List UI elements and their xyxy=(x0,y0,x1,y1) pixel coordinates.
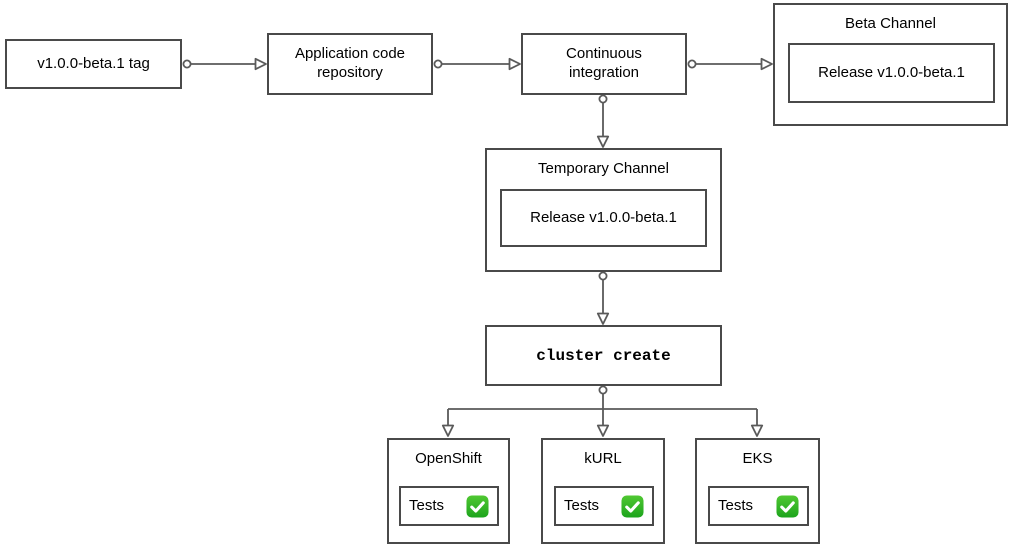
openshift-tests-label: Tests xyxy=(409,496,445,514)
edge-ci-to-temp-channel xyxy=(596,94,610,148)
tests-check-icon xyxy=(621,494,644,518)
node-ci-label: Continuous integration xyxy=(566,45,642,81)
beta-channel-title: Beta Channel xyxy=(845,15,936,32)
node-cluster-create: cluster create xyxy=(485,325,722,386)
temporary-channel-title: Temporary Channel xyxy=(538,160,669,177)
temporary-channel-release-label: Release v1.0.0-beta.1 xyxy=(530,208,677,226)
edge-tag-to-repo xyxy=(182,57,267,71)
edge-ci-to-beta-channel xyxy=(687,57,773,71)
node-temporary-channel: Temporary Channel Release v1.0.0-beta.1 xyxy=(485,148,722,272)
eks-tests-label: Tests xyxy=(718,496,754,514)
node-continuous-integration: Continuous integration xyxy=(521,33,687,95)
tests-check-icon xyxy=(466,494,489,518)
cluster-create-label: cluster create xyxy=(536,346,671,365)
node-version-tag-label: v1.0.0-beta.1 tag xyxy=(37,54,150,72)
beta-channel-release-label: Release v1.0.0-beta.1 xyxy=(818,63,965,81)
openshift-title: OpenShift xyxy=(415,450,482,467)
node-platform-openshift: OpenShift Tests xyxy=(387,438,510,544)
kurl-tests-box: Tests xyxy=(554,486,654,526)
beta-channel-release-box: Release v1.0.0-beta.1 xyxy=(788,43,995,103)
kurl-tests-label: Tests xyxy=(564,496,600,514)
node-repo-label: Application code repository xyxy=(294,45,406,81)
edge-cluster-create-to-platforms xyxy=(441,385,764,437)
tests-check-icon xyxy=(776,494,799,518)
kurl-title: kURL xyxy=(584,450,622,467)
node-version-tag: v1.0.0-beta.1 tag xyxy=(5,39,182,89)
eks-tests-box: Tests xyxy=(708,486,809,526)
openshift-tests-box: Tests xyxy=(399,486,499,526)
eks-title: EKS xyxy=(742,450,773,467)
temporary-channel-release-box: Release v1.0.0-beta.1 xyxy=(500,189,707,247)
edge-repo-to-ci xyxy=(433,57,521,71)
node-platform-kurl: kURL Tests xyxy=(541,438,665,544)
node-platform-eks: EKS Tests xyxy=(695,438,820,544)
node-beta-channel: Beta Channel Release v1.0.0-beta.1 xyxy=(773,3,1008,126)
edge-temp-channel-to-cluster-create xyxy=(596,271,610,325)
node-application-code-repository: Application code repository xyxy=(267,33,433,95)
